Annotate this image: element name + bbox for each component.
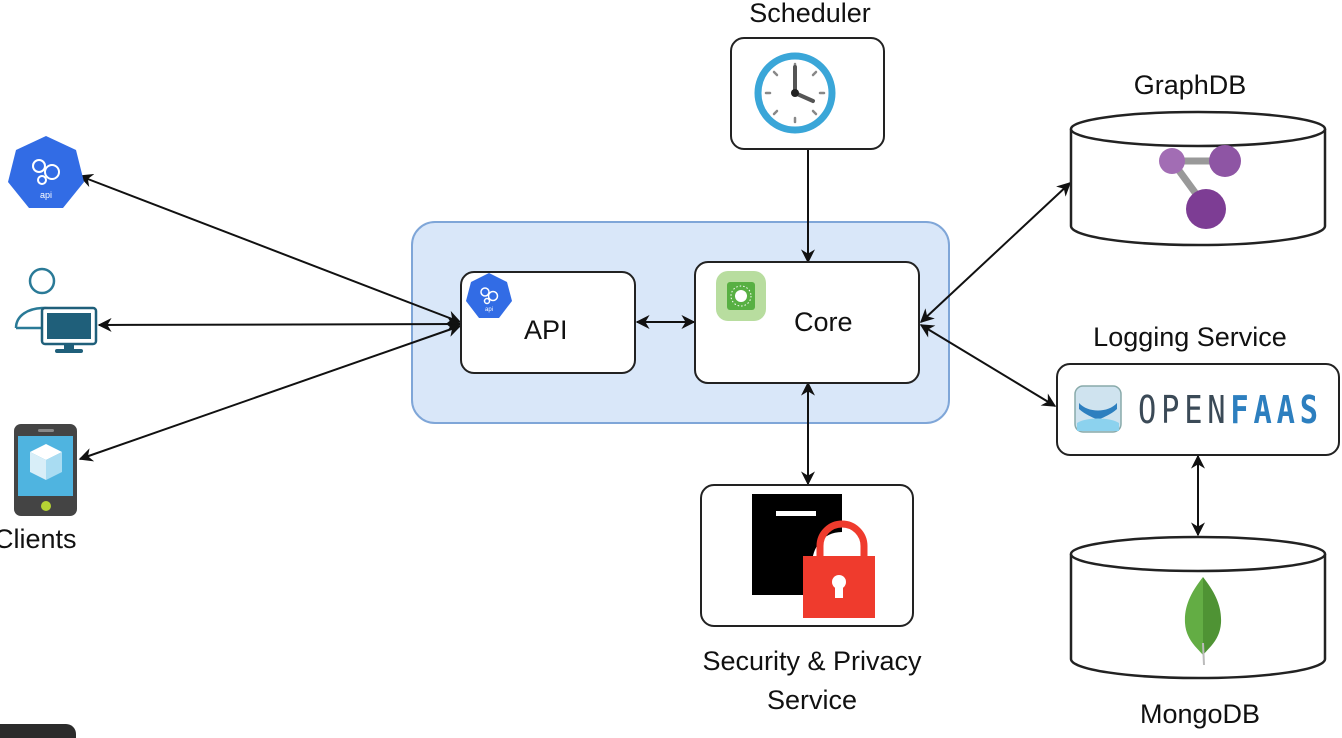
document-lock-icon: [752, 494, 875, 618]
corner-tab: [0, 724, 76, 738]
security-label-line2: Service: [766, 685, 858, 715]
security-label-line1: Security & Privacy: [702, 646, 922, 676]
openfaas-text-dark: OPEN: [1138, 388, 1231, 432]
mongodb-label: MongoDB: [1139, 699, 1261, 729]
api-node[interactable]: api API: [460, 271, 636, 374]
svg-text:api: api: [40, 190, 52, 200]
kubernetes-api-icon[interactable]: api: [6, 134, 86, 214]
mongodb-cylinder[interactable]: [1069, 535, 1330, 685]
arrow-mobile-api: [78, 323, 462, 462]
scheduler-label: Scheduler: [749, 0, 871, 28]
graphdb-label: GraphDB: [1133, 70, 1247, 100]
clients-label: Clients: [0, 524, 77, 554]
kubernetes-api-icon: api: [466, 273, 512, 318]
security-node[interactable]: [700, 484, 914, 627]
logging-label: Logging Service: [1093, 322, 1287, 352]
graph-icon: [1159, 145, 1241, 229]
graphdb-cylinder[interactable]: [1069, 110, 1330, 250]
core-node[interactable]: Core: [694, 261, 920, 384]
clock-icon: [754, 52, 836, 134]
arrow-core-logging: [919, 324, 1057, 407]
core-chip-icon: [716, 271, 766, 321]
arrow-k8s-api: [78, 173, 462, 325]
user-desktop-icon[interactable]: [12, 264, 102, 354]
openfaas-logo-text: OPENFAAS: [1138, 387, 1323, 433]
mongodb-leaf-icon: [1184, 577, 1222, 666]
scheduler-node[interactable]: [730, 37, 885, 150]
arrow-core-graphdb: [919, 182, 1072, 323]
logging-node[interactable]: OPENFAAS: [1056, 363, 1340, 456]
core-label: Core: [794, 307, 853, 337]
api-label: API: [524, 315, 568, 345]
svg-text:api: api: [485, 307, 493, 313]
mobile-phone-icon[interactable]: [14, 424, 78, 516]
openfaas-text-blue: FAAS: [1230, 388, 1323, 432]
arrow-user-api: [97, 317, 462, 332]
openfaas-icon: [1074, 385, 1122, 433]
